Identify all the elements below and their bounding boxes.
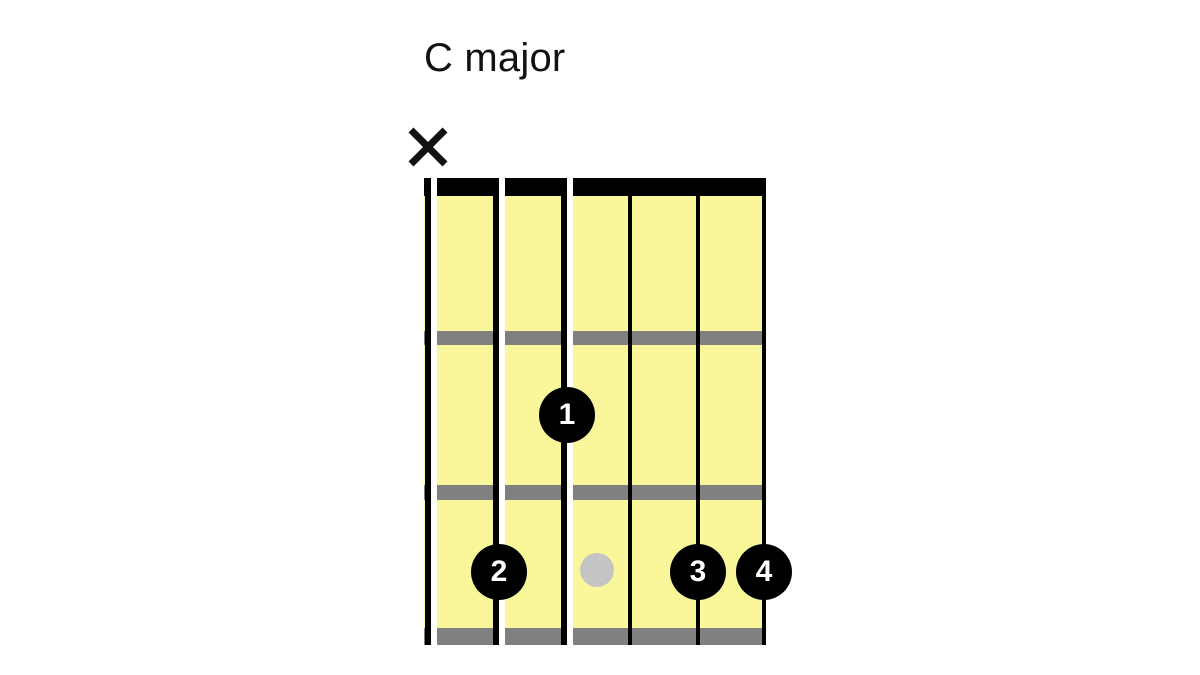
finger-dot-3[interactable]: 3 <box>670 544 726 600</box>
fret-line-2 <box>424 485 766 500</box>
chord-title: C major <box>424 36 566 80</box>
fret-line-3 <box>424 628 766 645</box>
finger-dot-4[interactable]: 4 <box>736 544 792 600</box>
muted-string-dot <box>580 553 614 587</box>
fret-line-1 <box>424 331 766 345</box>
fretboard <box>424 178 766 645</box>
finger-dot-2[interactable]: 2 <box>471 544 527 600</box>
string-6[interactable] <box>762 178 766 645</box>
string-1[interactable] <box>425 178 437 645</box>
string-4[interactable] <box>628 178 632 645</box>
finger-dot-1[interactable]: 1 <box>539 387 595 443</box>
nut <box>424 178 766 196</box>
string-5[interactable] <box>696 178 700 645</box>
string-2[interactable] <box>493 178 505 645</box>
